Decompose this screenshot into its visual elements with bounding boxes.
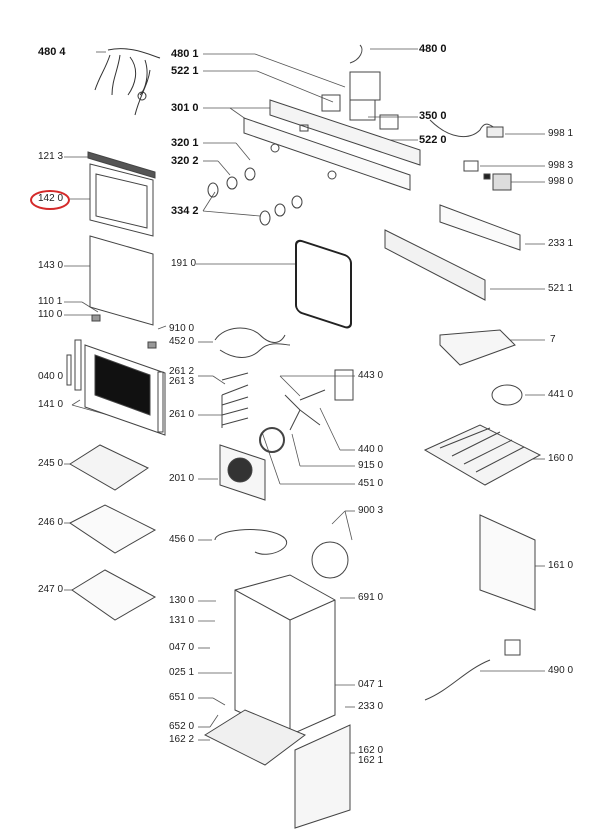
part-label: 047 0 <box>169 642 195 653</box>
part-label: 162 0 <box>358 745 384 756</box>
oven-cavity-part <box>234 574 336 736</box>
part-label: 452 0 <box>169 336 195 347</box>
grill-pan-part <box>423 424 542 486</box>
part-label: 998 3 <box>548 160 574 171</box>
part-label: 247 0 <box>38 584 64 595</box>
fan-housing-part <box>439 329 516 366</box>
part-label: 040 0 <box>38 371 64 382</box>
part-label: 261 3 <box>169 376 195 387</box>
part-label: 350 0 <box>419 110 447 122</box>
part-label: 521 1 <box>548 283 574 294</box>
tray-parts <box>69 444 157 621</box>
part-label: 201 0 <box>169 473 195 484</box>
part-label: 047 1 <box>358 679 384 690</box>
part-label: 998 0 <box>548 176 574 187</box>
knob-parts <box>207 167 303 226</box>
part-label: 161 0 <box>548 560 574 571</box>
part-label: 998 1 <box>548 128 574 139</box>
part-label: 320 2 <box>171 155 199 167</box>
fan-cover-part <box>219 444 266 501</box>
power-cable-part <box>424 639 521 701</box>
part-label: 110 1 <box>38 296 63 307</box>
fan-motor-part <box>491 384 523 406</box>
circuit-board-parts <box>384 204 521 301</box>
door-glass-parts <box>87 151 156 326</box>
part-label: 522 1 <box>171 65 199 77</box>
highlight-circle <box>30 190 70 210</box>
part-label: 691 0 <box>358 592 384 603</box>
part-label: 915 0 <box>358 460 384 471</box>
part-label: 110 0 <box>38 309 63 320</box>
part-label: 143 0 <box>38 260 64 271</box>
back-panel-part <box>479 514 536 611</box>
part-label: 245 0 <box>38 458 64 469</box>
part-label: 480 4 <box>38 46 66 58</box>
grill-element-part <box>214 327 291 358</box>
part-label: 261 2 <box>169 366 195 377</box>
side-rack-part <box>221 372 249 428</box>
part-label: 480 0 <box>419 43 447 55</box>
part-label: 451 0 <box>358 478 384 489</box>
part-label: 121 3 <box>38 151 64 162</box>
fan-part <box>284 369 354 431</box>
part-label: 441 0 <box>548 389 574 400</box>
part-label: 261 0 <box>169 409 195 420</box>
highlighted-part-label: 142 0 <box>38 193 64 204</box>
switch-parts <box>321 44 504 138</box>
oven-door-part <box>66 314 166 436</box>
part-label: 440 0 <box>358 444 384 455</box>
bottom-element-part <box>214 529 288 555</box>
fan-plate-part <box>311 541 349 579</box>
part-label: 233 0 <box>358 701 384 712</box>
part-label: 141 0 <box>38 399 64 410</box>
part-label: 490 0 <box>548 665 574 676</box>
control-panel-part <box>243 99 421 191</box>
part-label: 162 2 <box>169 734 195 745</box>
part-label: 7 <box>550 334 556 345</box>
part-label: 334 2 <box>171 205 199 217</box>
part-label: 652 0 <box>169 721 195 732</box>
part-label: 443 0 <box>358 370 384 381</box>
part-label: 131 0 <box>169 615 195 626</box>
part-label: 025 1 <box>169 667 195 678</box>
part-label: 456 0 <box>169 534 195 545</box>
ring-element-part <box>259 427 285 453</box>
part-label: 522 0 <box>419 134 447 146</box>
part-label: 246 0 <box>38 517 64 528</box>
module-parts <box>463 160 512 191</box>
part-label: 301 0 <box>171 102 199 114</box>
part-label: 320 1 <box>171 137 199 149</box>
part-label: 130 0 <box>169 595 195 606</box>
wiring-harness-part <box>94 48 161 116</box>
part-label: 162 1 <box>358 755 384 766</box>
side-grid-part <box>294 724 351 829</box>
part-label: 651 0 <box>169 692 195 703</box>
part-label: 233 1 <box>548 238 574 249</box>
part-label: 160 0 <box>548 453 574 464</box>
wire-shelf-part <box>203 709 306 766</box>
part-label: 900 3 <box>358 505 384 516</box>
gasket-part <box>295 239 352 329</box>
part-label: 480 1 <box>171 48 199 60</box>
part-label: 910 0 <box>169 323 195 334</box>
part-label: 191 0 <box>171 258 197 269</box>
